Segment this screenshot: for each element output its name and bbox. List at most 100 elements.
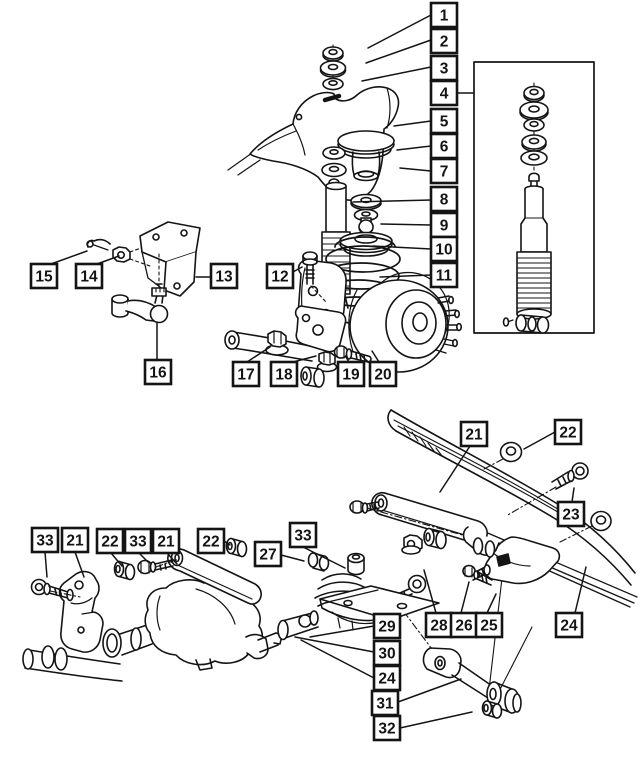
callout-number-c21b: 21 [157,534,175,551]
callout-number-c24a: 24 [560,618,578,635]
callout-box-c28: 28 [424,611,454,639]
callout-box-c19: 19 [336,360,366,388]
callout-number-c23: 23 [562,507,580,524]
callout-box-c27: 27 [253,540,283,568]
callout-box-c8: 8 [429,185,459,213]
callout-number-c7: 7 [440,164,449,181]
callout-box-c31: 31 [370,689,400,717]
leader-c32 [399,711,473,729]
callout-number-c31: 31 [376,696,394,713]
inset-shock-panel [473,61,595,334]
callout-box-c29: 29 [372,612,402,640]
leader-c30 [294,636,375,653]
callout-box-c12: 12 [265,262,295,290]
callout-box-c33c: 33 [288,521,318,549]
upper-figure [86,44,595,388]
leader-c6 [396,145,432,151]
callout-box-c2: 2 [429,27,459,55]
upper-control-arm-right [349,491,500,558]
callout-box-c25: 25 [474,611,504,639]
callout-number-c21a: 21 [66,533,84,550]
leader-c2 [365,39,432,64]
callout-number-c2: 2 [440,34,449,51]
callout-number-c22c: 22 [559,425,576,442]
callout-number-c33a: 33 [36,533,54,550]
callout-number-c22b: 22 [202,534,219,551]
callout-box-c4: 4 [429,79,459,107]
callout-box-c20: 20 [368,360,398,388]
callout-number-c20: 20 [374,367,391,384]
jounce-bumper [337,130,395,182]
leader-c7 [399,167,432,172]
front-axle-assembly [22,570,319,682]
callout-box-c22a: 22 [95,527,125,555]
callout-number-c30: 30 [378,646,395,663]
callout-number-c13: 13 [215,269,233,286]
callout-box-c10: 10 [429,235,459,263]
callout-number-c6: 6 [440,139,449,156]
leader-c33c [302,546,346,569]
upper-control-arm-left [30,537,262,605]
leader-c26 [460,581,470,614]
callout-box-c6: 6 [429,132,459,160]
callout-number-c32: 32 [378,721,395,738]
stabilizer-grommets-bolts [481,441,612,543]
leader-c12 [292,266,303,273]
callout-box-c13: 13 [209,262,239,290]
callout-box-c32: 32 [372,714,402,742]
frame-rail [387,409,636,586]
leader-c9 [380,223,432,226]
leader-c17 [246,346,271,363]
callout-number-c22a: 22 [101,534,118,551]
leader-c25 [486,593,497,614]
leader-c24a [574,566,587,614]
callout-box-c7: 7 [429,157,459,185]
leader-c20 [371,350,380,363]
callout-box-c23: 23 [556,500,586,528]
callout-box-c14: 14 [74,262,104,290]
stem-retainers [350,193,382,235]
callout-number-c24b: 24 [378,671,396,688]
callout-number-c4: 4 [440,86,449,103]
callout-box-c9: 9 [429,211,459,239]
callout-number-c10: 10 [435,242,452,259]
leader-c5 [393,120,432,127]
callout-box-c30: 30 [372,639,402,667]
spring-isolator [339,231,393,257]
leader-c21c [439,445,471,493]
callout-box-c33a: 33 [30,526,60,554]
callout-number-c5: 5 [440,114,449,131]
callout-box-c22c: 22 [553,418,583,446]
callout-number-c25: 25 [480,618,498,635]
callout-number-c15: 15 [35,269,53,286]
callout-number-c9: 9 [440,218,449,235]
leader-c1 [367,14,432,49]
leader-c8 [352,199,432,203]
leader-c15 [50,250,88,265]
callout-number-c28: 28 [430,618,448,635]
callout-number-c19: 19 [342,367,360,384]
callout-box-c21b: 21 [151,527,181,555]
leader-c27 [280,554,305,562]
callout-number-c11: 11 [436,268,453,285]
callout-box-c18: 18 [269,360,299,388]
callout-box-c21a: 21 [60,526,90,554]
callout-box-c15: 15 [29,262,59,290]
callout-number-c1: 1 [440,8,449,25]
leader-c33a [44,551,48,578]
leader-c21a [74,551,85,578]
callout-number-c29: 29 [378,619,396,636]
callout-box-c3: 3 [429,54,459,82]
callout-box-c26: 26 [449,611,479,639]
leader-c22c [523,431,556,450]
leader-c24b [300,639,375,679]
callout-box-c22b: 22 [196,527,226,555]
track-bar [422,647,522,719]
callout-number-c21c: 21 [465,427,483,444]
callout-box-c16: 16 [143,358,173,386]
callout-number-c33b: 33 [129,534,147,551]
callout-number-c27: 27 [259,547,276,564]
leader-c11 [379,274,432,278]
